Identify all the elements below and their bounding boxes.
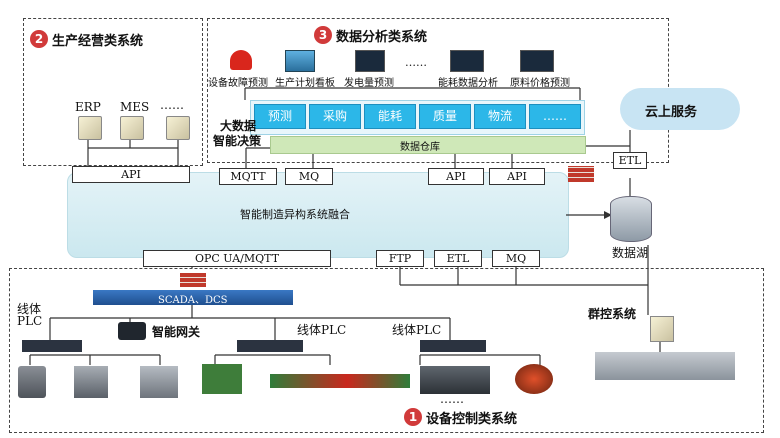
bigdata-label-line1: 大数据 bbox=[220, 119, 257, 133]
gateway-icon bbox=[118, 322, 146, 340]
furnace-icon bbox=[18, 366, 46, 398]
plc-right-label: 线体PLC bbox=[392, 323, 442, 337]
module-energy: 能耗 bbox=[364, 104, 416, 129]
etl-top-box: ETL bbox=[613, 152, 647, 169]
boiler-icon bbox=[515, 364, 553, 394]
production-section-title: 生产经营类系统 bbox=[52, 34, 144, 49]
alarm-icon bbox=[230, 50, 252, 70]
plc-left-label-1: 线体 bbox=[17, 302, 42, 316]
plc-mid-icon bbox=[237, 340, 303, 352]
section-number-2: 2 bbox=[30, 30, 48, 48]
production-api-box: API bbox=[72, 166, 190, 183]
pipeline-plant-icon bbox=[595, 352, 735, 380]
apps-dots: …… bbox=[405, 56, 427, 69]
group-control-label: 群控系统 bbox=[588, 307, 637, 321]
datalake-icon bbox=[610, 196, 652, 242]
erp-label: ERP bbox=[75, 100, 101, 114]
module-more: …… bbox=[529, 104, 581, 129]
app-label-power-forecast: 发电量预测 bbox=[344, 78, 394, 89]
module-forecast: 预测 bbox=[254, 104, 306, 129]
mq-bottom-box: MQ bbox=[492, 250, 540, 267]
power-forecast-icon bbox=[355, 50, 385, 72]
cloud-icon bbox=[620, 88, 740, 130]
plc-left-icon bbox=[22, 340, 82, 352]
etl-box: ETL bbox=[434, 250, 482, 267]
price-forecast-icon bbox=[520, 50, 554, 72]
scada-label: SCADA、DCS bbox=[158, 295, 228, 306]
energy-analysis-icon bbox=[450, 50, 484, 72]
dashboard-icon bbox=[285, 50, 315, 72]
production-dots: …… bbox=[160, 98, 184, 112]
data-warehouse-bar bbox=[270, 136, 586, 154]
plc-mid-label: 线体PLC bbox=[297, 323, 347, 337]
equipment-dots: …… bbox=[440, 392, 464, 406]
control-system-box bbox=[9, 268, 764, 433]
fusion-label: 智能制造异构系统融合 bbox=[240, 208, 350, 221]
section-number-3: 3 bbox=[314, 26, 332, 44]
conveyor-line-icon bbox=[270, 374, 410, 388]
module-logistics: 物流 bbox=[474, 104, 526, 129]
bigdata-label-line2: 智能决策 bbox=[213, 134, 262, 148]
plc-left-label-2: PLC bbox=[17, 314, 43, 328]
control-section-title: 设备控制类系统 bbox=[426, 412, 518, 427]
section-number-1: 1 bbox=[404, 408, 422, 426]
press-machine-icon bbox=[74, 366, 108, 398]
mes-server-icon bbox=[120, 116, 144, 140]
firewall-icon-top bbox=[568, 166, 594, 182]
production-line-icon bbox=[420, 366, 490, 394]
api-box-2: API bbox=[489, 168, 545, 185]
gateway-label: 智能网关 bbox=[152, 325, 201, 339]
mes-label: MES bbox=[120, 100, 150, 114]
production-system-box bbox=[23, 18, 203, 166]
green-press-icon bbox=[202, 364, 242, 394]
plc-right-icon bbox=[420, 340, 486, 352]
firewall-icon-bottom bbox=[180, 273, 206, 287]
scada-bar bbox=[93, 290, 293, 305]
module-purchase: 采购 bbox=[309, 104, 361, 129]
other-server-icon bbox=[166, 116, 190, 140]
opc-box: OPC UA/MQTT bbox=[143, 250, 331, 267]
mqtt-box: MQTT bbox=[219, 168, 277, 185]
app-label-price-forecast: 原料价格预测 bbox=[510, 78, 570, 89]
mq-box: MQ bbox=[285, 168, 333, 185]
erp-server-icon bbox=[78, 116, 102, 140]
api-box-1: API bbox=[428, 168, 484, 185]
group-control-server-icon bbox=[650, 316, 674, 342]
app-label-production-board: 生产计划看板 bbox=[275, 78, 335, 89]
data-warehouse-label: 数据仓库 bbox=[400, 142, 440, 153]
cloud-service-label: 云上服务 bbox=[645, 105, 698, 120]
datalake-label: 数据湖 bbox=[612, 246, 649, 260]
app-label-energy-analysis: 能耗数据分析 bbox=[438, 78, 498, 89]
ftp-box: FTP bbox=[376, 250, 424, 267]
dust-collector-icon bbox=[140, 366, 178, 398]
app-label-fault-prediction: 设备故障预测 bbox=[208, 78, 268, 89]
analysis-section-title: 数据分析类系统 bbox=[336, 30, 428, 45]
module-quality: 质量 bbox=[419, 104, 471, 129]
